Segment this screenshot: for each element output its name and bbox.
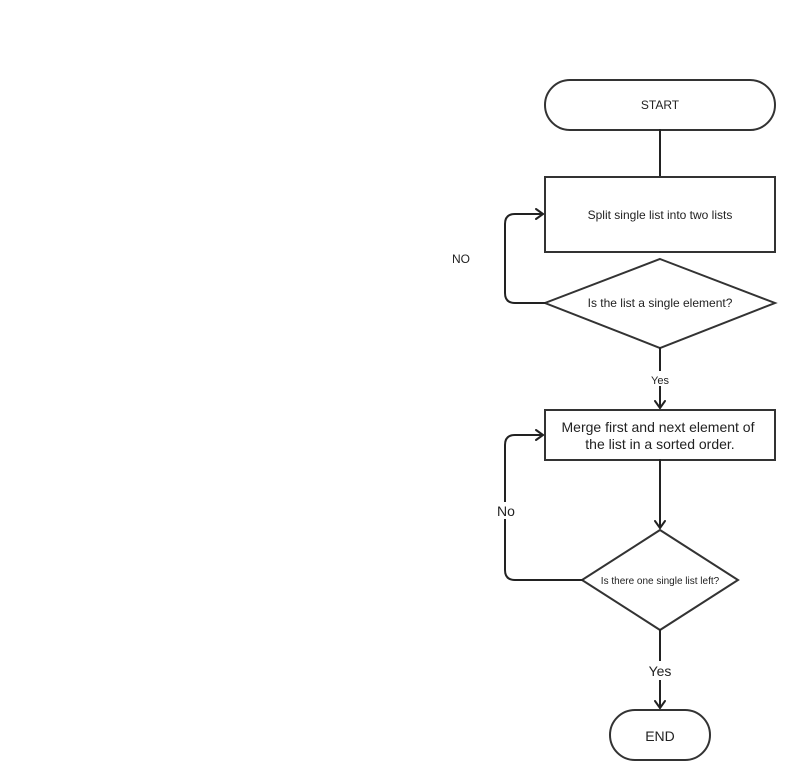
merge-node: Merge first and next element of the list… [544,409,776,461]
edge-no-loop-upper [504,213,546,304]
edge-label-no-lower: No [497,503,515,519]
edge-label-yes-upper: Yes [651,375,669,387]
single-element-label: Is the list a single element? [588,296,733,310]
one-list-left-label: Is there one single list left? [601,576,720,587]
arrowhead-yes-lower [654,700,666,709]
arrowhead-yes-upper [654,400,666,409]
edge-label-yes-lower: Yes [649,663,672,679]
one-list-left-decision: Is there one single list left? [580,528,740,632]
end-node: END [609,709,711,761]
arrowhead-no-loop-lower [535,429,544,441]
merge-label-line1: Merge first and next element of [562,419,755,435]
arrowhead-no-loop-upper [535,208,544,220]
split-label: Split single list into two lists [588,208,733,222]
merge-label-line2: the list in a sorted order. [585,436,734,452]
edge-label-no-upper: NO [452,252,470,266]
start-node: START [544,79,776,131]
single-element-decision: Is the list a single element? [542,257,778,350]
split-node: Split single list into two lists [544,176,776,253]
start-label: START [641,98,680,112]
arrowhead-merge-to-check [654,520,666,529]
end-label: END [645,728,675,744]
